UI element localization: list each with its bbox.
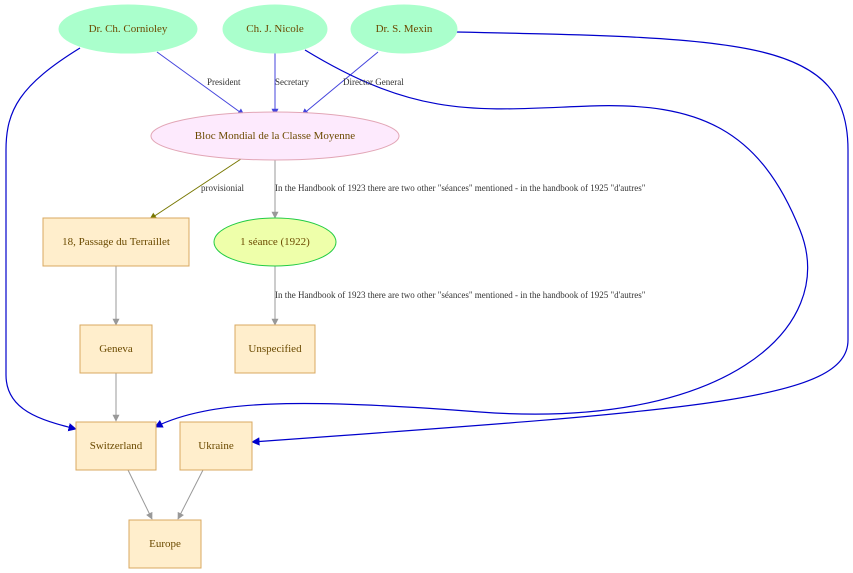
node-label-passage: 18, Passage du Terraillet	[62, 236, 170, 248]
node-ukraine: Ukraine	[179, 421, 253, 471]
node-switzerland: Switzerland	[75, 421, 157, 471]
node-label-bloc: Bloc Mondial de la Classe Moyenne	[195, 130, 356, 142]
node-nicole: Ch. J. Nicole	[222, 4, 328, 54]
edge-labels: President Secretary Director General pro…	[201, 77, 646, 300]
edge-label-handbook-note-1: In the Handbook of 1923 there are two ot…	[275, 183, 646, 193]
node-label-europe: Europe	[149, 538, 181, 550]
edge-label-handbook-note-2: In the Handbook of 1923 there are two ot…	[275, 290, 646, 300]
edge-bloc-passage	[149, 158, 242, 220]
edge-mexin-ukraine	[251, 31, 849, 446]
edge-label-provisionial: provisionial	[201, 183, 244, 193]
node-label-nicole: Ch. J. Nicole	[246, 23, 304, 35]
edges	[5, 31, 849, 520]
node-label-geneva: Geneva	[99, 343, 133, 355]
edge-ukraine-europe	[177, 469, 204, 520]
edge-label-secretary: Secretary	[275, 77, 309, 87]
edge-label-director-general: Director General	[343, 77, 404, 87]
node-label-mexin: Dr. S. Mexin	[376, 23, 433, 35]
node-label-cornioley: Dr. Ch. Cornioley	[89, 23, 168, 35]
node-passage: 18, Passage du Terraillet	[42, 217, 190, 267]
node-seance: 1 séance (1922)	[213, 217, 337, 267]
edge-mexin-director	[301, 51, 379, 116]
edge-label-president: President	[207, 77, 241, 87]
node-label-ukraine: Ukraine	[198, 440, 234, 452]
node-label-unspecified: Unspecified	[248, 343, 302, 355]
node-europe: Europe	[128, 519, 202, 569]
node-label-seance: 1 séance (1922)	[240, 236, 310, 248]
node-mexin: Dr. S. Mexin	[350, 4, 458, 54]
edge-switzerland-europe	[127, 469, 153, 520]
edge-cornioley-president	[156, 51, 245, 116]
node-geneva: Geneva	[79, 324, 153, 374]
node-unspecified: Unspecified	[234, 324, 316, 374]
edge-nicole-switzerland	[154, 49, 809, 428]
node-cornioley: Dr. Ch. Cornioley	[58, 4, 198, 54]
node-bloc: Bloc Mondial de la Classe Moyenne	[150, 111, 400, 161]
edge-cornioley-switzerland	[5, 47, 81, 432]
node-label-switzerland: Switzerland	[90, 440, 143, 452]
